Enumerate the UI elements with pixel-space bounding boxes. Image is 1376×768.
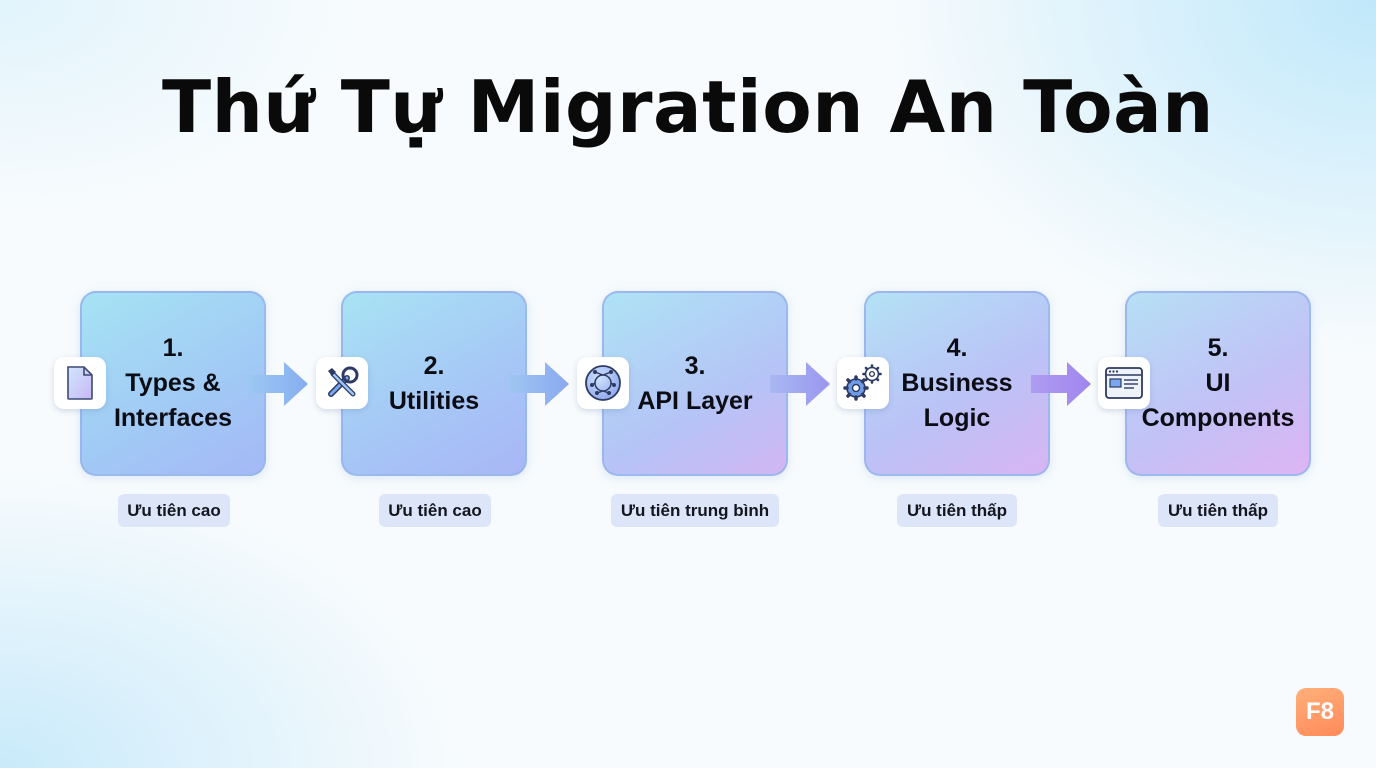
step-title-line: Utilities — [388, 386, 480, 415]
priority-badge: Ưu tiên thấp — [897, 494, 1017, 527]
page-title: Thứ Tự Migration An Toàn — [162, 65, 1214, 149]
step-title-line: Interfaces — [113, 404, 233, 432]
step-2-label: 2. Utilities — [389, 349, 479, 419]
step-number: 1. — [162, 334, 184, 362]
step-title-line: Types & — [125, 369, 221, 397]
step-title-line: API Layer — [637, 386, 753, 415]
arrow-right-icon — [509, 362, 569, 406]
f8-logo: F8 — [1296, 688, 1344, 736]
step-title-line: UI — [1205, 369, 1231, 397]
step-1-box: 1. Types & Interfaces — [80, 291, 266, 476]
step-5-box: 5. UI Components — [1125, 291, 1311, 476]
step-number: 5. — [1207, 334, 1229, 362]
step-number: 2. — [423, 351, 445, 380]
arrow-right-icon — [248, 362, 308, 406]
step-3-box: 3. API Layer — [602, 291, 788, 476]
step-number: 3. — [684, 351, 706, 380]
arrow-right-icon — [1031, 362, 1091, 406]
step-4-box: 4. Business Logic — [864, 291, 1050, 476]
browser-window-icon — [1098, 357, 1150, 409]
step-1-label: 1. Types & Interfaces — [114, 331, 232, 436]
step-5-label: 5. UI Components — [1142, 331, 1295, 436]
step-number: 4. — [946, 334, 968, 362]
network-globe-icon — [577, 357, 629, 409]
step-4-label: 4. Business Logic — [901, 331, 1012, 436]
step-2-box: 2. Utilities — [341, 291, 527, 476]
step-title-line: Components — [1141, 404, 1295, 432]
priority-badge: Ưu tiên cao — [379, 494, 491, 527]
step-title-line: Business — [901, 369, 1013, 397]
priority-badge: Ưu tiên trung bình — [611, 494, 779, 527]
tools-icon — [316, 357, 368, 409]
document-icon — [54, 357, 106, 409]
arrow-right-icon — [770, 362, 830, 406]
priority-badge: Ưu tiên cao — [118, 494, 230, 527]
priority-badge: Ưu tiên thấp — [1158, 494, 1278, 527]
gears-icon — [837, 357, 889, 409]
step-3-label: 3. API Layer — [637, 349, 752, 419]
step-title-line: Logic — [923, 404, 991, 432]
